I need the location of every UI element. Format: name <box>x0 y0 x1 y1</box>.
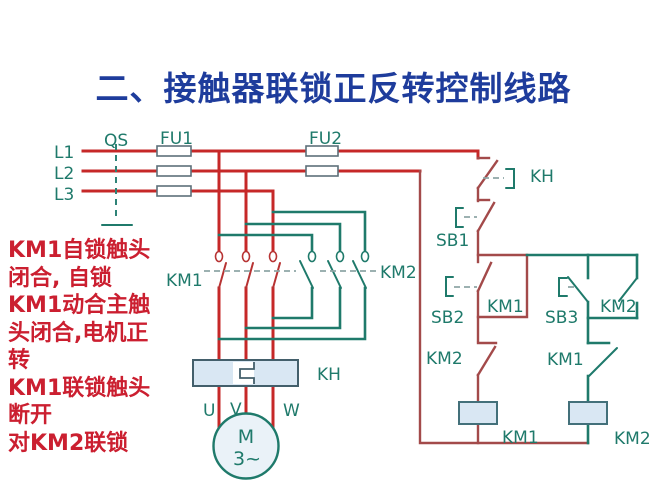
km2-main-contact-terminal <box>360 250 370 263</box>
annotation-line: 对KM2联锁 <box>8 430 129 456</box>
sb1-actuator-bracket <box>455 207 464 228</box>
l2-label: L2 <box>54 164 74 184</box>
sb1-contact-blade <box>476 201 496 233</box>
v-terminal-label: V <box>230 400 242 420</box>
km2-interlock-blade <box>476 345 497 377</box>
annotation-line: KM1联锁触头 <box>8 375 151 401</box>
km1-coil-label: KM1 <box>502 428 539 448</box>
kh-heater-notch <box>233 362 254 384</box>
km2-aux-label: KM2 <box>600 297 637 317</box>
km2-coil-label: KM2 <box>614 429 651 449</box>
annotation-line: 转 <box>8 348 31 373</box>
annotation-line: 闭合, 自锁 <box>8 265 113 291</box>
power-wires <box>81 149 480 435</box>
actuators <box>445 168 578 297</box>
circuit-labels: QS FU1 FU2 L1 L2 L3 KM1 KM2 KH KH SB1 SB… <box>54 129 651 449</box>
motor-circle <box>212 412 280 480</box>
wire-w-to-km2-contact3 <box>271 210 367 252</box>
l3-label: L3 <box>54 185 74 205</box>
annotation-text-block: KM1自锁触头 闭合, 自锁 KM1动合主触 头闭合,电机正 转 KM1联锁触头… <box>8 237 178 457</box>
sb2-actuator-bracket <box>445 276 454 297</box>
wire-l3-drop-w <box>81 189 275 252</box>
km2-main-contact-terminal <box>307 250 317 263</box>
km1-interlock-label: KM1 <box>547 350 584 370</box>
km1-main-label: KM1 <box>166 271 203 291</box>
km1-main-contact-blade <box>272 262 281 289</box>
km1-main-contact-terminal <box>214 250 224 263</box>
km2-main-label: KM2 <box>380 263 417 283</box>
kh-box-label: KH <box>317 365 341 385</box>
annotation-line: 断开 <box>8 403 53 428</box>
w-terminal-label: W <box>283 401 300 421</box>
fu1-label: FU1 <box>160 129 193 149</box>
km1-main-contact-terminal <box>268 250 278 263</box>
km2-main-contacts <box>217 210 378 341</box>
km1-interlock-blade <box>588 347 618 377</box>
annotation-line: KM1动合主触 <box>8 293 151 318</box>
control-return-rail <box>418 169 590 445</box>
kh-overload-box <box>192 359 299 387</box>
kh-contact-label: KH <box>530 167 554 187</box>
motor: M 3~ <box>212 412 280 480</box>
kh-contact-blade <box>476 159 499 190</box>
km2-coil <box>568 401 608 425</box>
wire-u-to-km2-contact1 <box>217 233 314 252</box>
l1-label: L1 <box>54 143 74 163</box>
annotation-line: KM1自锁触头 <box>8 238 151 263</box>
km2-main-contact-blade <box>327 260 342 289</box>
kh-actuator-hook <box>505 168 515 189</box>
wire-km2-contact1-to-w <box>271 286 314 320</box>
motor-letter: M <box>238 426 254 448</box>
km2-interlock-label: KM2 <box>426 349 463 369</box>
wire-l1 <box>81 149 480 160</box>
sb3-contact-blade <box>567 276 589 303</box>
annotation-line: 头闭合,电机正 <box>8 320 149 346</box>
sb1-label: SB1 <box>436 231 469 251</box>
fuse-fu2-bottom <box>305 165 339 177</box>
qs-switch <box>101 144 133 226</box>
u-terminal-label: U <box>203 401 215 421</box>
km1-main-contact-terminal <box>241 250 251 263</box>
fuse-fu2-top <box>305 145 339 157</box>
km1-coil <box>458 401 498 425</box>
km2-main-contact-terminal <box>335 250 345 263</box>
wire-km2-contact3-to-u <box>217 286 367 341</box>
qs-label: QS <box>104 131 128 151</box>
sb3-actuator-bracket <box>558 277 568 297</box>
km1-main-contact-blade <box>218 262 227 289</box>
wire-v-to-km2-contact2 <box>244 222 342 252</box>
sb2-label: SB2 <box>431 308 464 328</box>
km2-main-contact-blade <box>352 260 367 289</box>
fu2-label: FU2 <box>309 129 342 149</box>
kh-heater-element <box>239 362 255 384</box>
coils <box>458 401 608 425</box>
km2-aux-contact-blade <box>618 277 638 302</box>
km1-selflock-label: KM1 <box>487 297 524 317</box>
wire-km2-contact2-to-v <box>244 286 342 330</box>
km1-main-contacts <box>204 250 296 289</box>
km2-main-contact-blade <box>299 260 314 289</box>
fuse-fu1-l2 <box>156 165 192 177</box>
sb2-contact-blade <box>476 261 493 293</box>
fuse-fu1-l3 <box>156 185 192 197</box>
fuse-fu1-l1 <box>156 145 192 157</box>
sb3-label: SB3 <box>545 308 578 328</box>
km1-main-contact-blade <box>245 262 254 289</box>
fuses <box>156 145 339 197</box>
page-title: 二、接触器联锁正反转控制线路 <box>95 69 572 108</box>
motor-phase-label: 3~ <box>233 448 261 470</box>
control-rails <box>418 156 590 445</box>
km1-selflock-branch <box>476 253 529 319</box>
reverse-branch <box>525 253 639 445</box>
